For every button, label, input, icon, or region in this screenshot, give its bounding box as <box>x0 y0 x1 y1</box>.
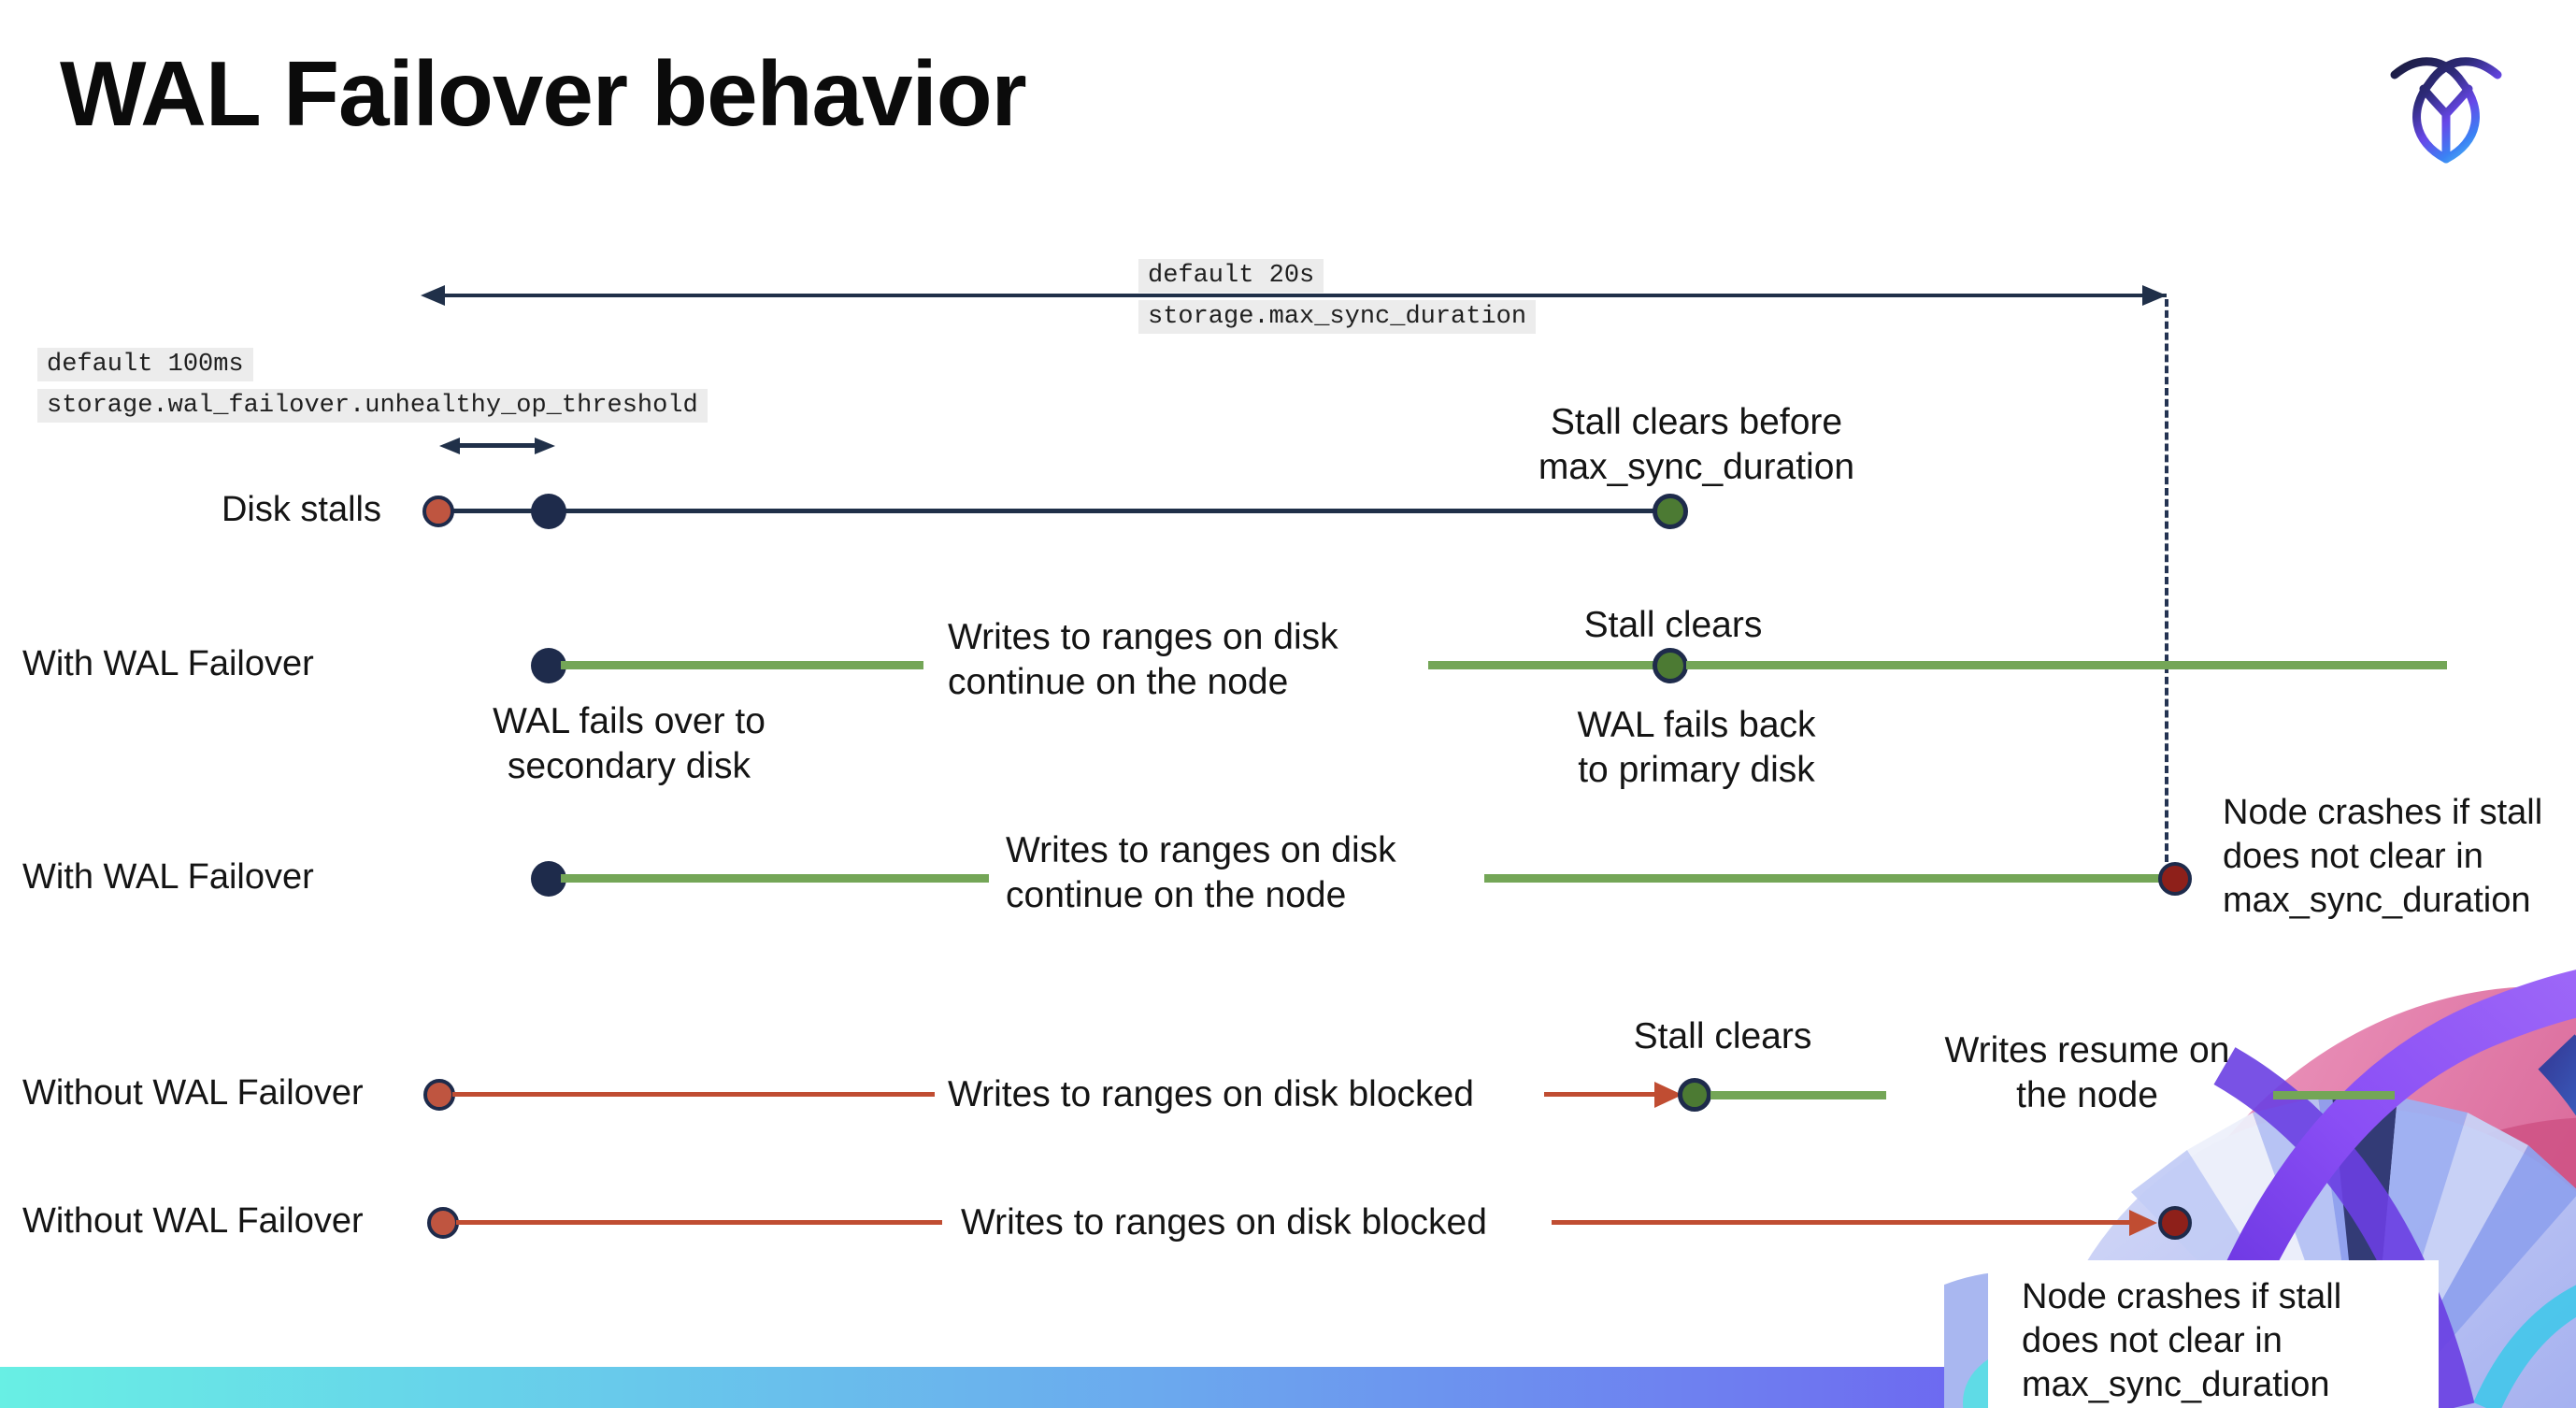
fails-over-note: WAL fails over to secondary disk <box>493 701 766 786</box>
max-sync-default-label: default 20s <box>1138 259 1324 293</box>
small-arrow-left-head-icon <box>439 438 460 454</box>
stall-clears-note-2: Stall clears <box>1583 605 1763 645</box>
stall-start-dot <box>422 496 454 527</box>
writes-blocked-line-d <box>1552 1220 2131 1225</box>
stall-start-dot-3 <box>427 1207 459 1239</box>
row-label-with-wal-failover-2: With WAL Failover <box>22 857 314 897</box>
stall-clears-dot-3 <box>1678 1078 1711 1112</box>
threshold-default-label: default 100ms <box>37 348 253 381</box>
writes-resume-note: Writes resume on the node <box>1944 1030 2230 1115</box>
fails-back-note: WAL fails back to primary disk <box>1577 705 1816 790</box>
writes-continue-line-a <box>561 661 923 669</box>
node-crash-dot-2 <box>2158 1206 2192 1240</box>
max-sync-setting-name: storage.max_sync_duration <box>1138 300 1537 334</box>
red-arrow-head-icon-2 <box>2129 1210 2157 1236</box>
writes-resume-line-b <box>2273 1091 2395 1099</box>
writes-blocked-line-a <box>452 1092 935 1097</box>
writes-continue-line-d <box>561 874 989 883</box>
page-title: WAL Failover behavior <box>60 42 1027 145</box>
writes-blocked-note-2: Writes to ranges on disk blocked <box>961 1202 1487 1243</box>
small-arrow-right-head-icon <box>535 438 555 454</box>
node-crash-note-2: Node crashes if stall does not clear in … <box>2022 1277 2342 1404</box>
node-crash-dot-1 <box>2158 862 2192 896</box>
stall-clears-dot-2 <box>1653 648 1688 683</box>
cockroachdb-logo-icon <box>2390 57 2502 164</box>
stall-clears-dot <box>1653 494 1688 529</box>
failover-dot-2 <box>531 861 566 897</box>
writes-continue-line-e <box>1484 874 2161 883</box>
row-label-without-wal-failover-2: Without WAL Failover <box>22 1201 364 1241</box>
disk-stalls-timeline <box>438 509 1670 513</box>
writes-blocked-line-b <box>1544 1092 1658 1097</box>
threshold-dot <box>531 494 566 529</box>
stall-clears-before-note: Stall clears before max_sync_duration <box>1538 402 1855 487</box>
stall-start-dot-2 <box>423 1079 455 1111</box>
writes-blocked-line-c <box>456 1220 942 1225</box>
arrow-right-head-icon <box>2142 285 2167 306</box>
node-crash-callout-box: Node crashes if stall does not clear in … <box>1988 1260 2439 1408</box>
max-sync-duration-span-arrow <box>441 294 2167 297</box>
writes-blocked-note-1: Writes to ranges on disk blocked <box>948 1074 1474 1114</box>
deadline-dashed-line <box>2165 299 2168 862</box>
arrow-left-head-icon <box>421 285 445 306</box>
writes-continue-line-b <box>1428 661 1654 669</box>
row-label-without-wal-failover-1: Without WAL Failover <box>22 1073 364 1113</box>
row-label-disk-stalls: Disk stalls <box>221 490 381 529</box>
writes-continue-note-2: Writes to ranges on disk continue on the… <box>1006 830 1396 915</box>
failover-dot <box>531 648 566 683</box>
row-label-with-wal-failover-1: With WAL Failover <box>22 644 314 683</box>
writes-continue-line-c <box>1686 661 2447 669</box>
writes-resume-line-a <box>1710 1091 1886 1099</box>
threshold-setting-name: storage.wal_failover.unhealthy_op_thresh… <box>37 389 708 423</box>
node-crash-note-1: Node crashes if stall does not clear in … <box>2223 793 2543 920</box>
threshold-span-arrow <box>456 443 537 448</box>
stall-clears-note-3: Stall clears <box>1633 1016 1812 1056</box>
writes-continue-note-1: Writes to ranges on disk continue on the… <box>948 617 1338 702</box>
